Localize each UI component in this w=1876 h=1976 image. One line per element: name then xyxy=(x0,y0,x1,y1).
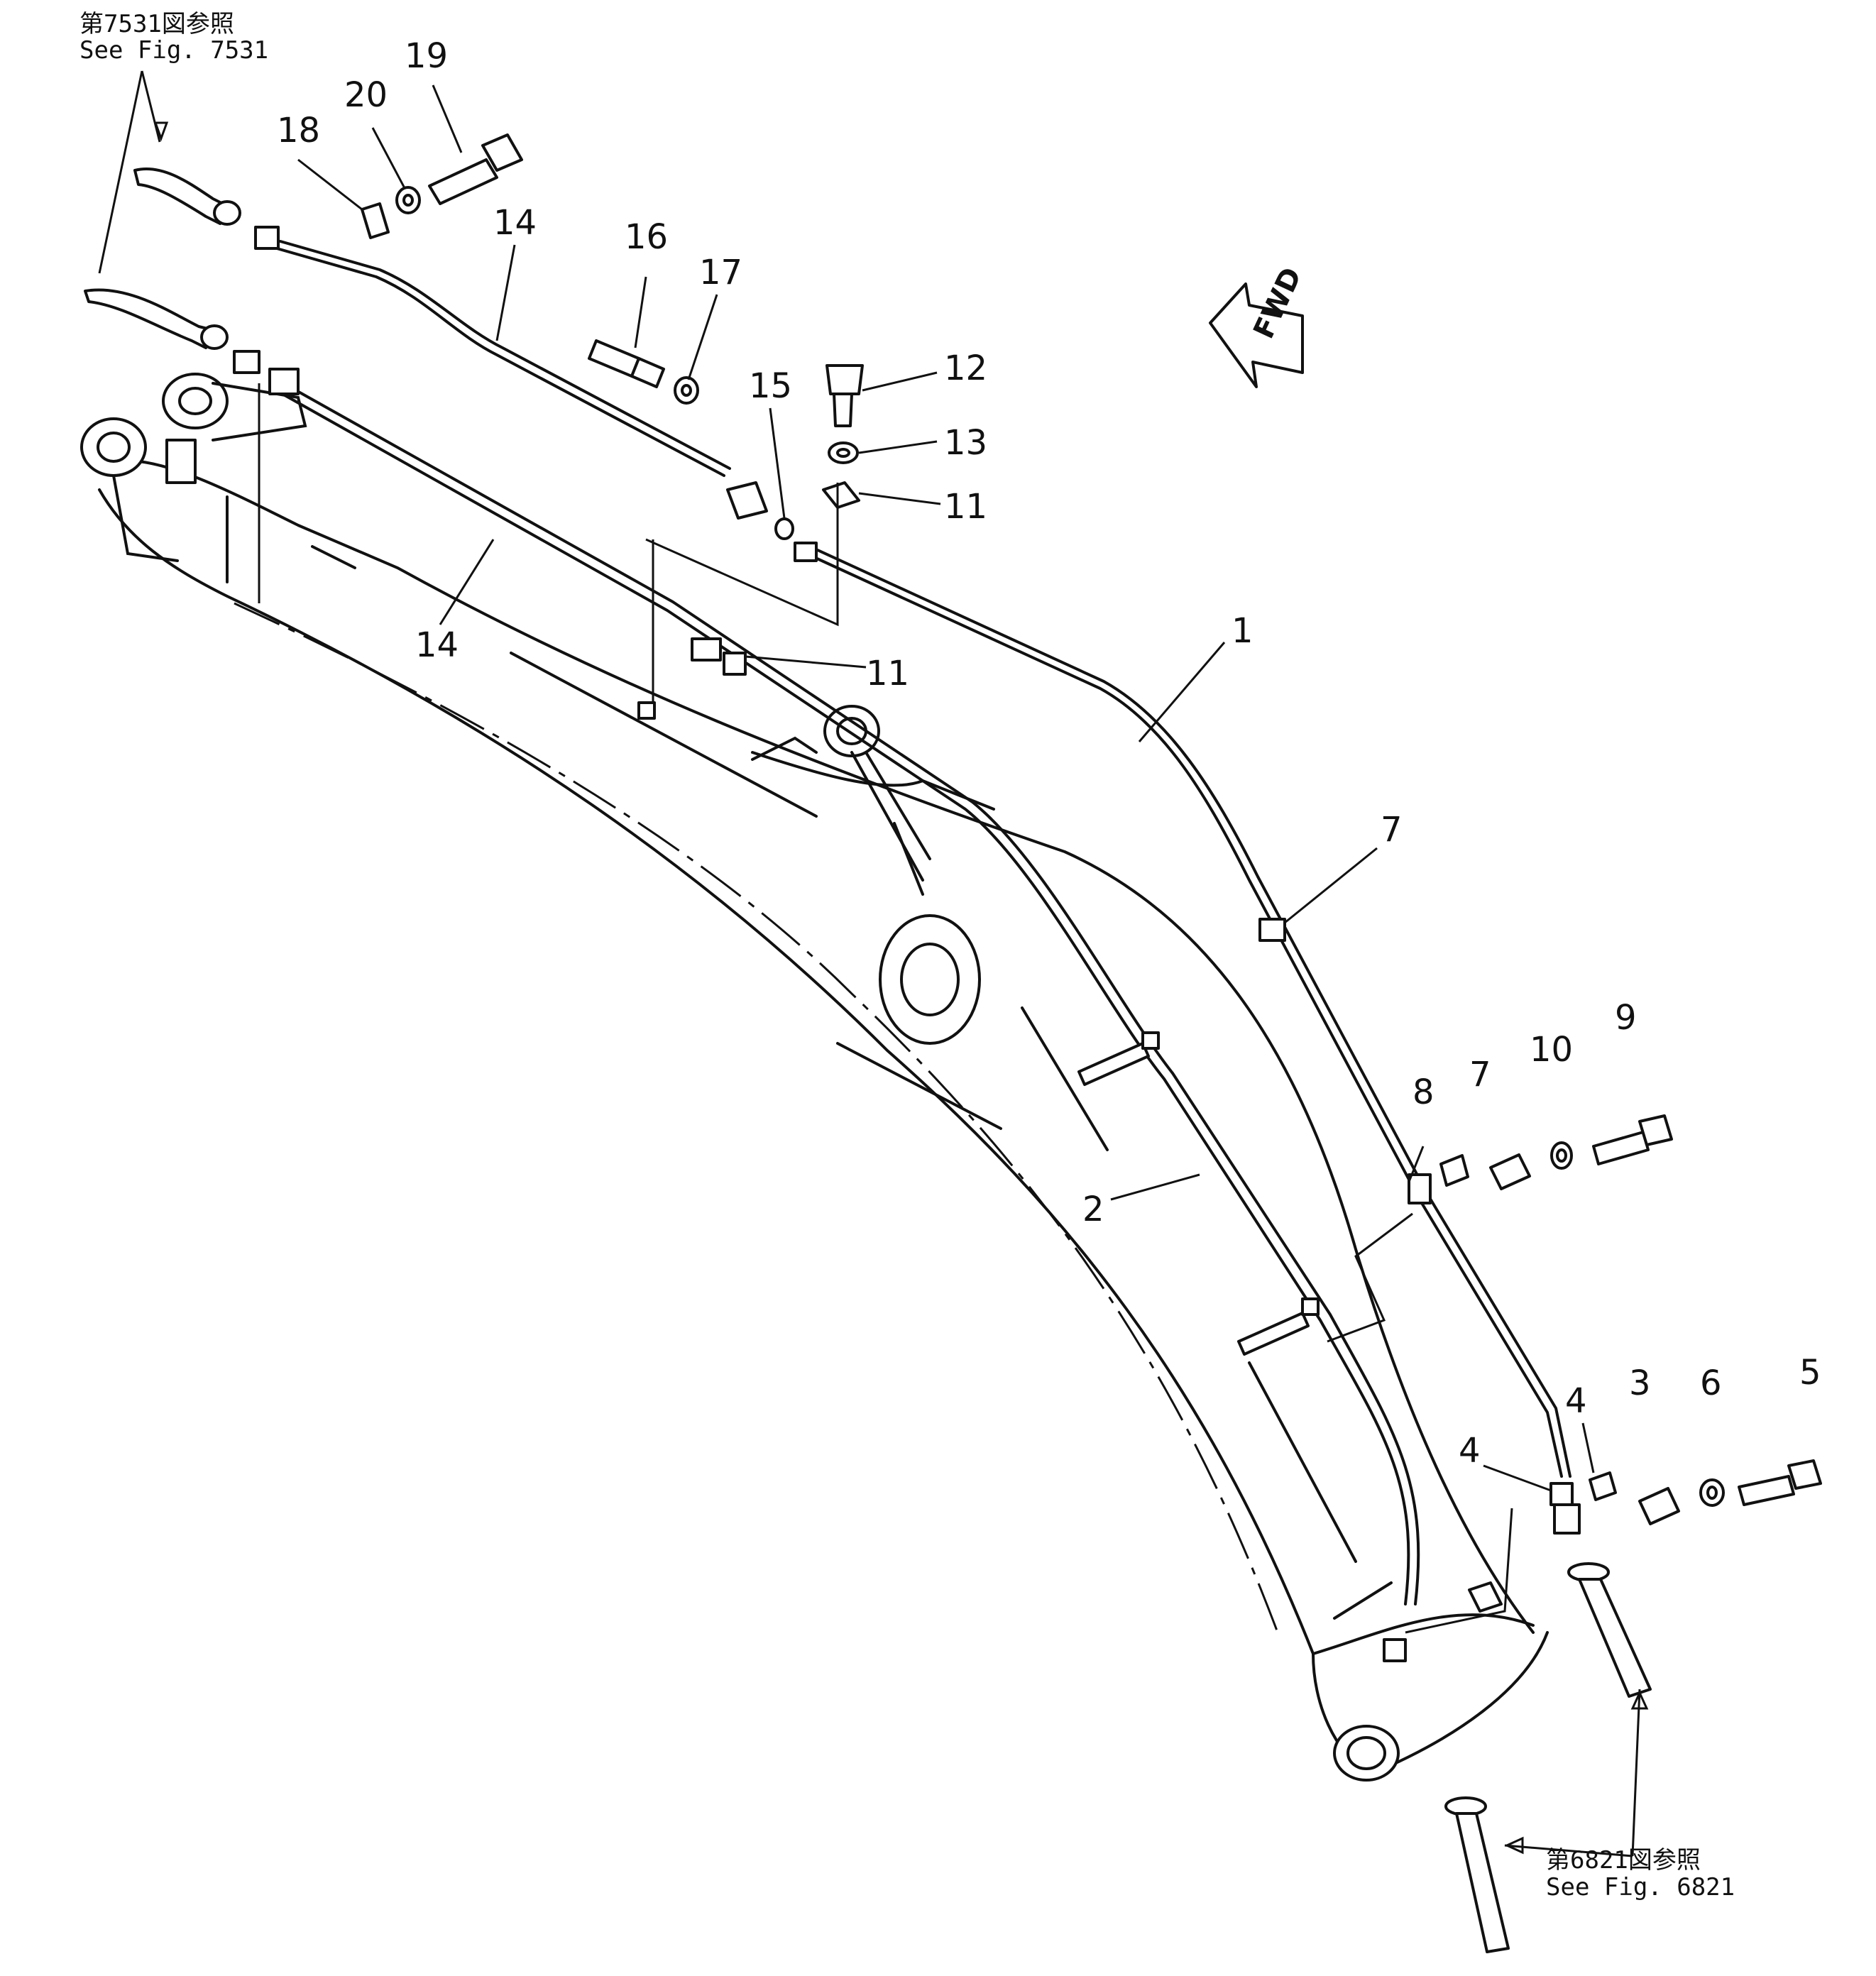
callout-17: 17 xyxy=(699,253,742,292)
hose-bottom-right xyxy=(1567,1562,1652,1698)
washer-10 xyxy=(1550,1141,1573,1170)
callout-2: 2 xyxy=(1082,1190,1104,1229)
washer-6 xyxy=(1699,1478,1725,1507)
tube-1 xyxy=(797,542,1571,1478)
callout-9: 9 xyxy=(1615,998,1637,1038)
callout-15: 15 xyxy=(749,366,792,406)
callout-18: 18 xyxy=(277,111,320,150)
callout-7-upper: 7 xyxy=(1381,810,1403,850)
hose-connectors-mid xyxy=(637,701,1320,1356)
washer-20 xyxy=(395,186,421,214)
callout-10: 10 xyxy=(1530,1030,1573,1070)
reference-top-left-english: See Fig. 7531 xyxy=(79,36,268,65)
spacer-4 xyxy=(1589,1471,1617,1501)
callout-11-lower: 11 xyxy=(866,654,909,693)
callout-4-right: 4 xyxy=(1565,1381,1587,1421)
reference-top-left: 第7531図参照 See Fig. 7531 xyxy=(79,10,268,65)
callout-12: 12 xyxy=(944,348,987,388)
tube-14-upper xyxy=(275,240,731,477)
fwd-arrow-icon: FWD xyxy=(1209,263,1308,388)
boom-body xyxy=(80,373,1549,1782)
washer-13 xyxy=(828,441,859,464)
callout-7-lower: 7 xyxy=(1469,1055,1491,1094)
clamp-3 xyxy=(1638,1487,1680,1525)
tube-end-fitting-top xyxy=(254,226,280,250)
callout-1: 1 xyxy=(1232,611,1254,651)
reference-bottom-right: 第6821図参照 See Fig. 6821 xyxy=(1546,1846,1735,1901)
callout-11-upper: 11 xyxy=(944,487,987,527)
clamp-8 xyxy=(1408,1173,1432,1204)
callout-5: 5 xyxy=(1799,1353,1821,1393)
bolt-5 xyxy=(1738,1459,1822,1506)
tube-2 xyxy=(268,376,1420,1606)
callout-4-left: 4 xyxy=(1459,1431,1481,1471)
clamp-11-top xyxy=(794,542,818,562)
callout-19: 19 xyxy=(405,36,448,76)
clamp-4-lower xyxy=(1549,1482,1581,1535)
hose-bottom-left xyxy=(1444,1796,1510,1953)
washer-17 xyxy=(674,376,699,405)
spacer-8 xyxy=(1439,1154,1469,1187)
callout-14-lower: 14 xyxy=(415,625,459,665)
bolt-9 xyxy=(1592,1114,1673,1165)
clamp-7-lower xyxy=(1489,1153,1531,1190)
washer-15 xyxy=(774,517,794,540)
bolt-19 xyxy=(428,133,523,205)
clamp-top xyxy=(165,350,300,484)
block-clamp-top xyxy=(726,481,768,520)
reference-bottom-right-english: See Fig. 6821 xyxy=(1546,1873,1735,1901)
callout-14-upper: 14 xyxy=(493,203,537,243)
block-18 xyxy=(361,202,390,239)
hose-top-1 xyxy=(133,168,241,226)
callout-6: 6 xyxy=(1700,1363,1722,1403)
callout-20: 20 xyxy=(344,75,388,115)
callout-8: 8 xyxy=(1413,1072,1435,1112)
clamp-11-lower xyxy=(691,637,747,676)
callout-13: 13 xyxy=(944,423,987,463)
callout-3: 3 xyxy=(1629,1363,1651,1403)
hose-top-2 xyxy=(84,288,229,350)
clamp-7-upper xyxy=(1258,918,1286,942)
reference-top-left-japanese: 第7531図参照 xyxy=(79,10,234,38)
block-11-top xyxy=(822,481,860,509)
callout-16: 16 xyxy=(625,217,668,257)
callouts: 1 2 3 4 4 5 6 7 7 8 9 10 11 11 12 13 14 … xyxy=(277,36,1821,1471)
reference-bottom-right-japanese: 第6821図参照 xyxy=(1546,1846,1701,1875)
leader-lines xyxy=(98,70,1649,1857)
clamp-end xyxy=(1383,1581,1503,1662)
bolt-12 xyxy=(825,364,864,427)
bolt-16 xyxy=(588,339,665,388)
